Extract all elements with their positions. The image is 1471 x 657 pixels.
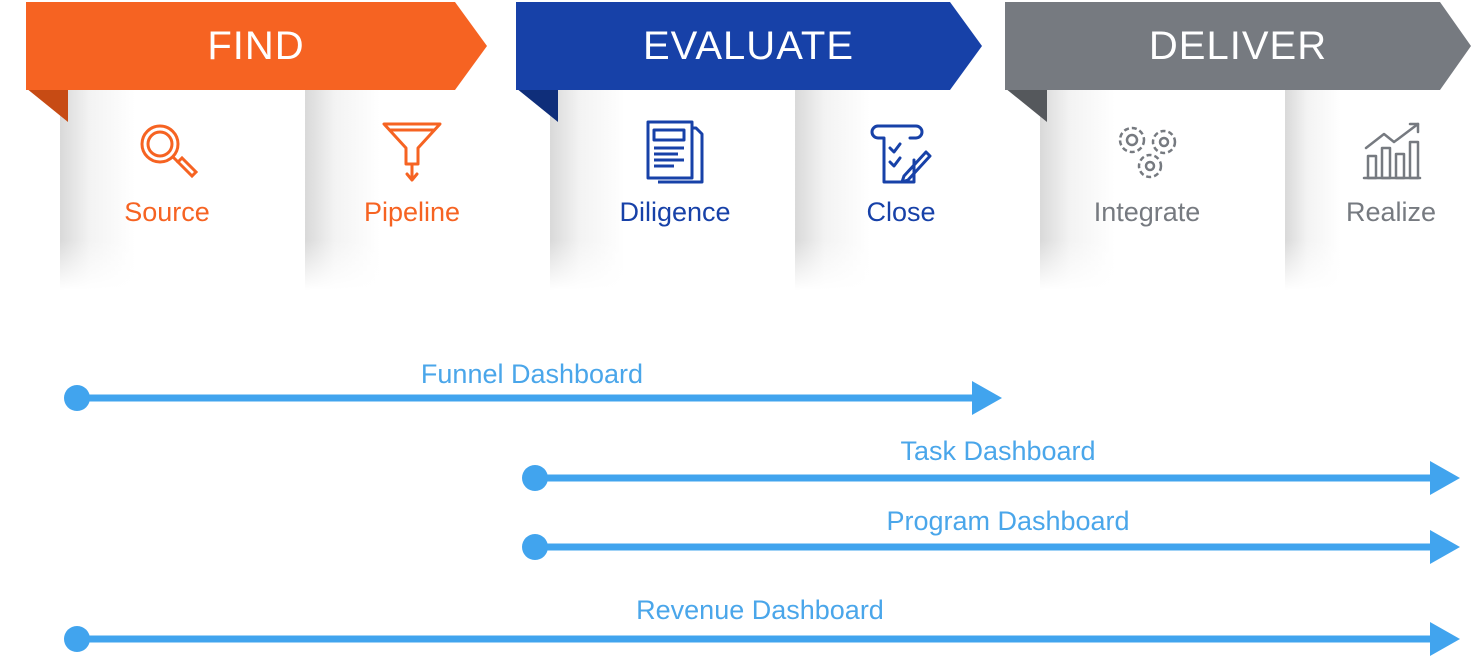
- gears-icon: [1118, 126, 1177, 179]
- arrow-start-dot: [522, 534, 548, 560]
- arrow-head: [1430, 530, 1460, 564]
- step-label-pipeline: Pipeline: [363, 197, 461, 227]
- step-panels: [0, 90, 1471, 290]
- magnifier-icon: [140, 124, 199, 179]
- phase-title-find: FIND: [207, 24, 305, 68]
- step-label-close: Close: [866, 197, 936, 227]
- arrow-start-dot: [64, 385, 90, 411]
- dashboard-label-program: Program Dashboard: [886, 506, 1130, 536]
- evaluate-banner-fold: [516, 88, 558, 122]
- growth-chart-icon: [1362, 122, 1422, 180]
- deliver-banner-fold: [1005, 88, 1047, 122]
- find-banner: [26, 2, 487, 90]
- dashboard-tracks: [64, 381, 1460, 656]
- step-label-realize: Realize: [1345, 197, 1437, 227]
- step-label-source: Source: [124, 197, 210, 227]
- dashboard-label-revenue: Revenue Dashboard: [636, 595, 884, 625]
- arrow-head: [1430, 622, 1460, 656]
- dashboard-label-task: Task Dashboard: [900, 436, 1096, 466]
- documents-icon: [646, 120, 704, 184]
- find-banner-fold: [26, 88, 68, 122]
- evaluate-banner: [516, 2, 982, 90]
- deliver-banner: [1005, 2, 1471, 90]
- dashboard-arrow-funnel: [64, 381, 1002, 415]
- step-label-integrate: Integrate: [1093, 197, 1201, 227]
- arrow-head: [972, 381, 1002, 415]
- dashboard-arrow-revenue: [64, 622, 1460, 656]
- step-label-diligence: Diligence: [619, 197, 731, 227]
- phase-title-evaluate: EVALUATE: [642, 24, 855, 68]
- funnel-icon: [382, 122, 442, 182]
- dashboard-label-funnel: Funnel Dashboard: [420, 359, 644, 389]
- checklist-pen-icon: [870, 124, 932, 184]
- arrow-head: [1430, 461, 1460, 495]
- dashboard-arrow-task: [522, 461, 1460, 495]
- arrow-start-dot: [522, 465, 548, 491]
- arrow-start-dot: [64, 626, 90, 652]
- dashboard-arrow-program: [522, 530, 1460, 564]
- phase-title-deliver: DELIVER: [1148, 24, 1328, 68]
